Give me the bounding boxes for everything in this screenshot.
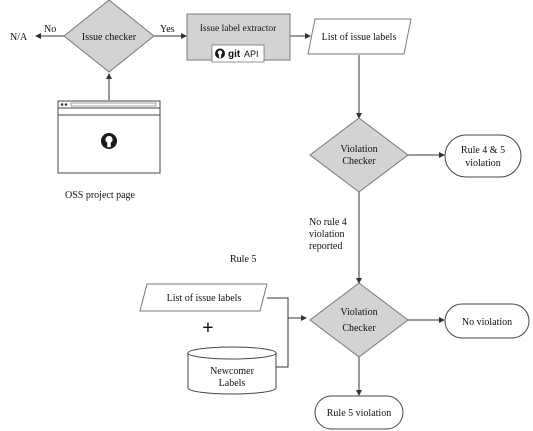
list-top-label: List of issue labels [322,32,397,43]
newcomer-line1: Newcomer [210,366,255,377]
connector-newcomer [276,318,289,368]
no-violation-label: No violation [462,317,512,328]
github-icon [215,48,225,59]
na-label: N/A [10,32,28,43]
api-label: API [244,49,259,59]
plus-icon: + [202,317,213,339]
git-logo-icon: git [228,49,241,60]
rule5-violation-node: Rule 5 violation [314,395,404,430]
no-violation-node: No violation [444,303,530,339]
no-rule4-line3: reported [309,241,342,252]
oss-project-page-label: OSS project page [65,190,136,201]
rule45-violation-node: Rule 4 & 5 violation [444,134,522,178]
violation-checker-1-node: Violation Checker [309,117,409,193]
no-rule4-line2: violation [309,229,345,240]
list-bottom-label: List of issue labels [167,293,242,304]
issue-checker-node: Issue checker [63,0,155,73]
newcomer-labels-node: Newcomer Labels [187,346,277,395]
issue-label-extractor-node: Issue label extractor git API [186,13,291,63]
issue-labels-list-top-node: List of issue labels [307,18,412,55]
checker1-line2: Checker [342,156,376,167]
newcomer-line2: Labels [219,378,246,389]
issue-checker-label: Issue checker [82,32,137,43]
checker2-line2: Checker [342,323,376,334]
extractor-label: Issue label extractor [200,24,277,34]
github-icon [101,133,117,149]
oss-project-page-node [57,100,161,174]
checker2-line1: Violation [340,307,377,318]
no-label: No [44,24,56,35]
rule45-line2: violation [465,158,501,169]
connector-list-bottom [267,297,289,318]
rule5-heading: Rule 5 [230,254,256,265]
rule45-line1: Rule 4 & 5 [461,145,505,156]
rule5-violation-label: Rule 5 violation [327,408,391,419]
checker1-line1: Violation [340,144,377,155]
violation-checker-2-node: Violation Checker [309,282,409,358]
yes-label: Yes [160,24,175,35]
no-rule4-line1: No rule 4 [309,217,347,228]
database-icon [187,346,277,395]
issue-labels-list-bottom-node: List of issue labels [139,283,268,312]
git-api-badge [211,44,265,63]
